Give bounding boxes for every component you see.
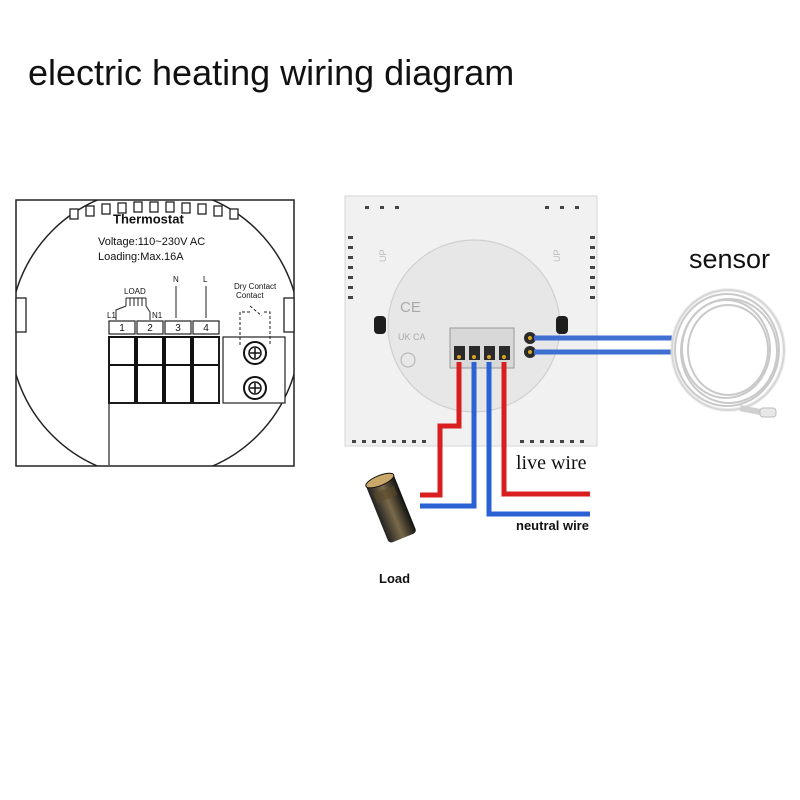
sensor-label: sensor — [689, 244, 771, 274]
dry-contact-label-2: Contact — [236, 291, 264, 300]
neutral-wire-label: neutral wire — [516, 518, 589, 533]
terminal-4: 4 — [203, 323, 209, 334]
up-mark-right: UP — [552, 249, 562, 262]
screw-terminal-bottom — [243, 376, 267, 400]
load-neutral-wire — [420, 362, 477, 509]
panel-notches — [69, 201, 239, 220]
panel-loading: Loading:Max.16A — [98, 251, 184, 263]
supply-neutral-wire — [486, 362, 590, 517]
load-live-wire — [420, 362, 462, 498]
panel-side-tab-left — [15, 297, 27, 333]
diagram-title: electric heating wiring diagram — [28, 52, 515, 93]
n-label: N — [173, 275, 179, 284]
panel-side-tab-right — [283, 297, 295, 333]
load-leads — [115, 305, 151, 320]
load-terminal-label: LOAD — [124, 287, 146, 296]
panel-heading: Thermostat — [113, 212, 184, 227]
n1-label: N1 — [152, 311, 163, 320]
thermostat-back: UP UP CE UK CA — [344, 195, 598, 447]
device-terminal-slots — [454, 346, 510, 360]
dry-contact-label-1: Dry Contact — [234, 282, 277, 291]
ce-mark: CE — [400, 299, 421, 316]
up-mark-left: UP — [378, 249, 388, 262]
sensor-probe-icon — [739, 405, 777, 418]
block-outline — [108, 337, 220, 465]
terminal-number-row: 1 2 3 4 — [108, 320, 220, 335]
ukca-mark: UK CA — [398, 332, 426, 342]
recycle-icon — [400, 352, 416, 368]
terminal-3: 3 — [175, 323, 181, 334]
terminal-1: 1 — [119, 323, 125, 334]
l-label: L — [203, 275, 208, 284]
mount-clip-right — [556, 316, 568, 334]
device-vents — [348, 206, 595, 443]
dry-contact-switch-icon — [239, 305, 271, 345]
live-wire-label: live wire — [516, 452, 587, 474]
load-label: Load — [379, 571, 411, 586]
screw-terminal-top — [243, 341, 267, 365]
nl-leads — [175, 286, 207, 318]
panel-voltage: Voltage:110~230V AC — [98, 236, 205, 248]
terminal-2: 2 — [147, 323, 153, 334]
terminal-blocks — [108, 336, 220, 404]
heating-load-icon — [365, 472, 416, 543]
sensor-cable-icon — [670, 288, 786, 412]
terminal-panel: Thermostat Voltage:110~230V AC Loading:M… — [15, 199, 295, 467]
supply-live-wire — [501, 362, 590, 497]
sensor-terminal — [524, 332, 536, 358]
wiring — [420, 335, 672, 517]
l1-label: L1 — [107, 311, 116, 320]
mount-clip-left — [374, 316, 386, 334]
load-resistor-icon — [125, 297, 147, 306]
